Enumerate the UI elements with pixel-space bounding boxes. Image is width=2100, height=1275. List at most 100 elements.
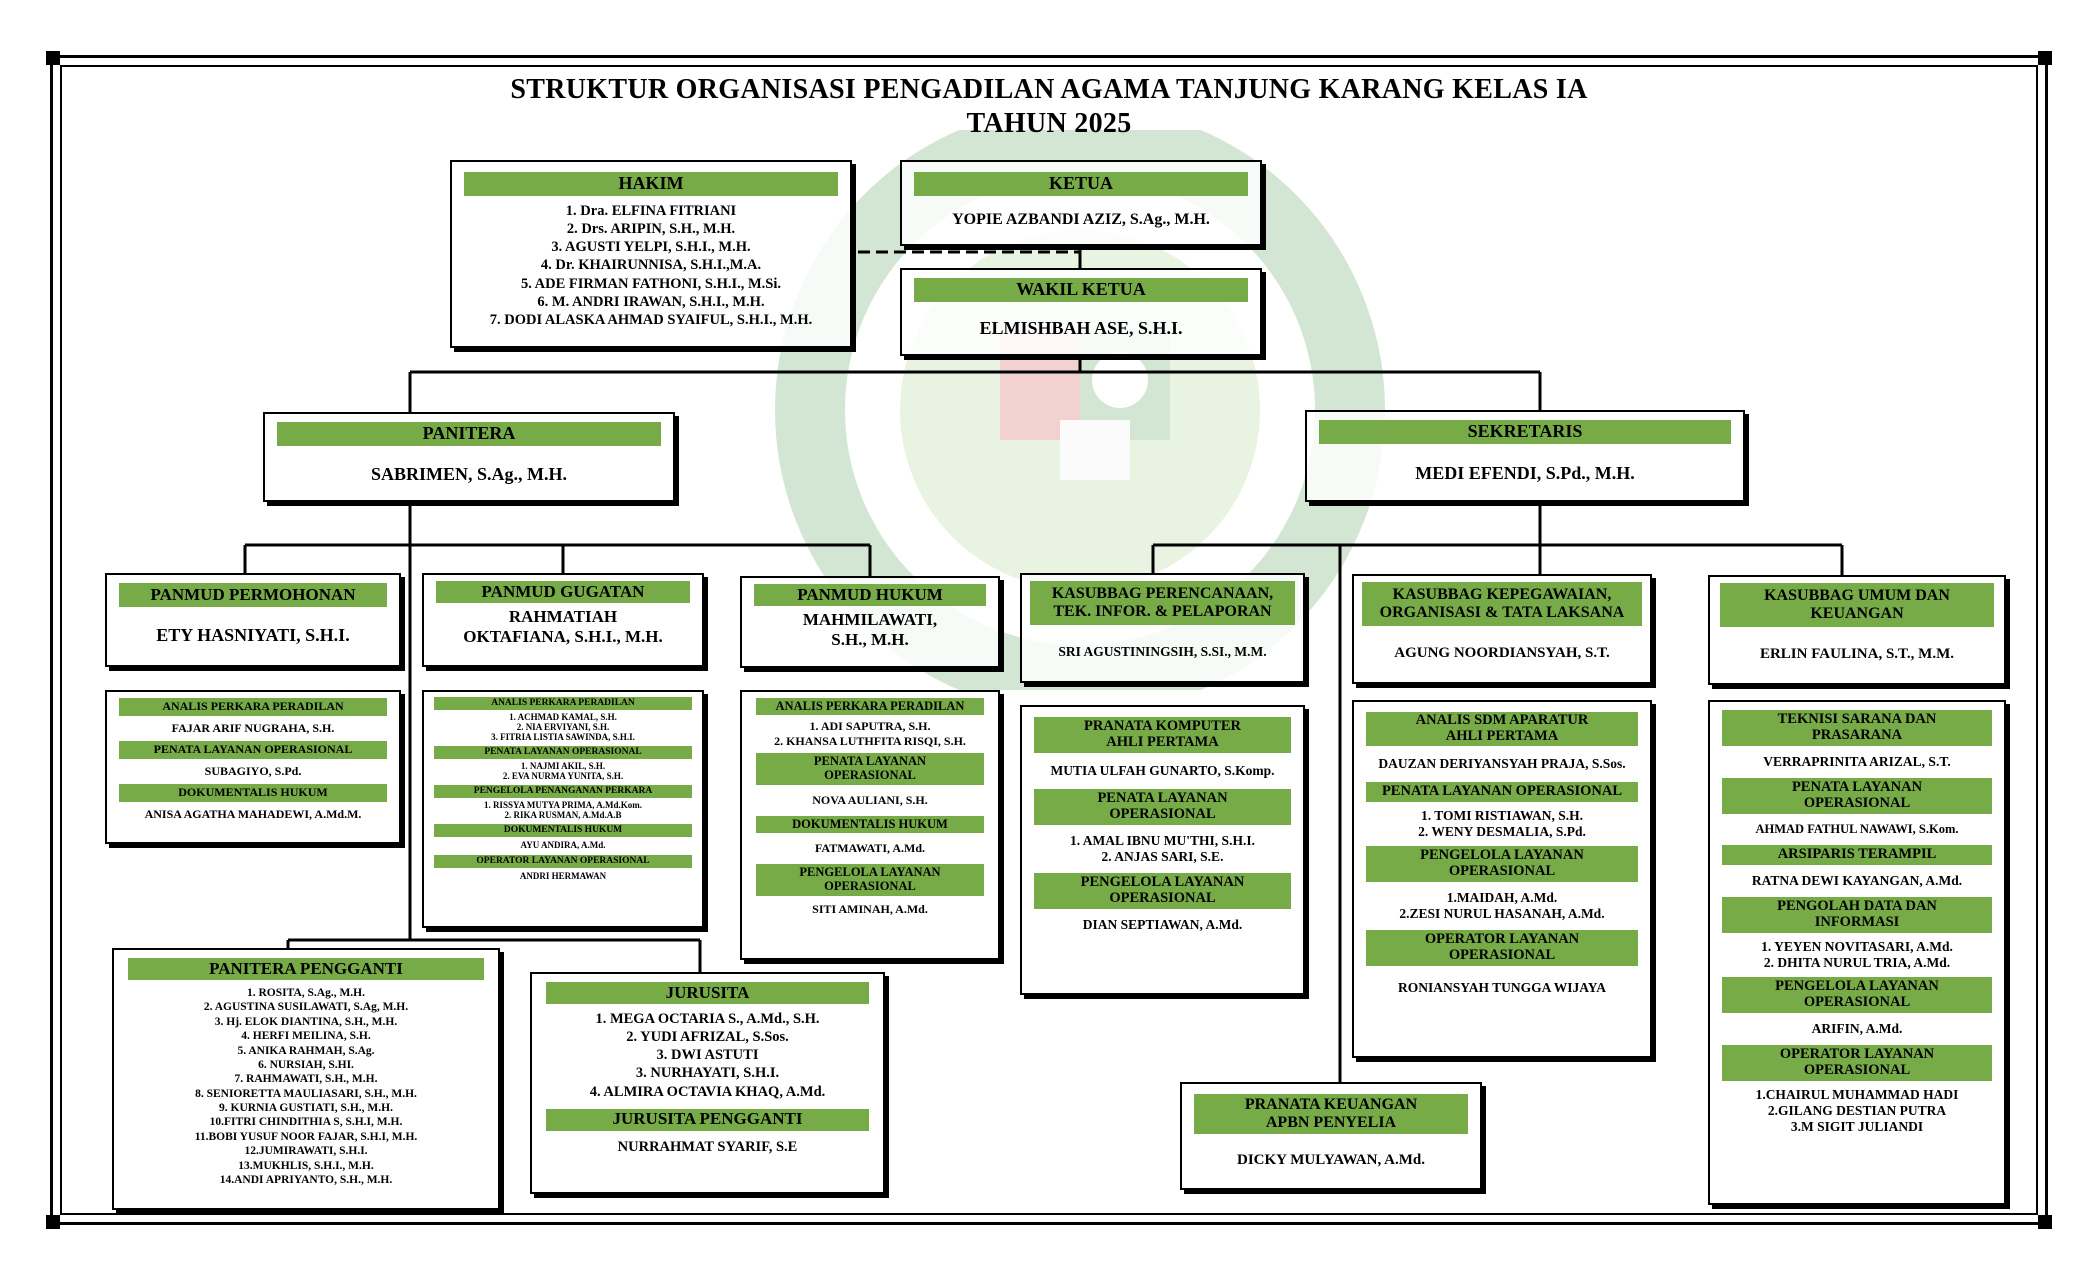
ketua-name: YOPIE AZBANDI AZIZ, S.Ag., M.H. (952, 211, 1210, 228)
panmud-gugatan-staff-box: ANALIS PERKARA PERADILAN 1. ACHMAD KAMAL… (422, 690, 704, 928)
staff-role-label: ANALIS SDM APARATUR AHLI PERTAMA (1366, 712, 1638, 746)
list-item: 7. RAHMAWATI, S.H., M.H. (234, 1073, 378, 1086)
staff-role-label: PENGOLAH DATA DAN INFORMASI (1722, 897, 1992, 933)
jurusita-pengganti-name: NURRAHMAT SYARIF, S.E (617, 1138, 798, 1155)
sekretaris-header: SEKRETARIS (1319, 420, 1731, 444)
panmud-hukum-box: PANMUD HUKUM MAHMILAWATI, S.H., M.H. (740, 576, 1000, 668)
outer-frame (50, 55, 2048, 1225)
kasubbag-umum-header: KASUBBAG UMUM DAN KEUANGAN (1720, 583, 1994, 627)
staff-role-label: TEKNISI SARANA DAN PRASARANA (1722, 710, 1992, 746)
panmud-permohonan-staff-box: ANALIS PERKARA PERADILAN FAJAR ARIF NUGR… (105, 690, 401, 844)
staff-member: 2. KHANSA LUTHFITA RISQI, S.H. (774, 734, 966, 748)
staff-member: SITI AMINAH, A.Md. (812, 902, 928, 916)
list-item: 13.MUKHLIS, S.H.I., M.H. (238, 1159, 374, 1172)
staff-member: 2. DHITA NURUL TRIA, A.Md. (1763, 955, 1951, 970)
staff-role-label: DOKUMENTALIS HUKUM (434, 824, 692, 837)
list-item: 4. ALMIRA OCTAVIA KHAQ, A.Md. (589, 1083, 826, 1100)
kasubbag-perencanaan-name: SRI AGUSTININGSIH, S.SI., M.M. (1058, 644, 1267, 659)
panmud-hukum-staff-box: ANALIS PERKARA PERADILAN 1. ADI SAPUTRA,… (740, 690, 1000, 960)
staff-role-label: OPERATOR LAYANAN OPERASIONAL (434, 855, 692, 868)
staff-role-label: OPERATOR LAYANAN OPERASIONAL (1366, 930, 1638, 966)
frame-corner (2038, 1215, 2052, 1229)
list-item: 3. NURHAYATI, S.H.I. (635, 1065, 780, 1082)
ketua-box: KETUA YOPIE AZBANDI AZIZ, S.Ag., M.H. (900, 160, 1262, 246)
jurusita-header: JURUSITA (546, 982, 869, 1004)
staff-member: ANISA AGATHA MAHADEWI, A.Md.M. (144, 807, 362, 821)
staff-member: 2.ZESI NURUL HASANAH, A.Md. (1399, 906, 1605, 921)
chart-title-line2: TAHUN 2025 (966, 108, 1132, 139)
jurusita-pengganti-header: JURUSITA PENGGANTI (546, 1108, 869, 1131)
panmud-gugatan-name-line1: RAHMATIAH (508, 607, 618, 626)
list-item: 12.JUMIRAWATI, S.H.I. (244, 1145, 368, 1158)
frame-corner (46, 1215, 60, 1229)
staff-member: DIAN SEPTIAWAN, A.Md. (1082, 917, 1243, 932)
panitera-box: PANITERA SABRIMEN, S.Ag., M.H. (263, 412, 675, 502)
list-item: 4. HERFI MEILINA, S.H. (241, 1030, 371, 1043)
panitera-header: PANITERA (277, 422, 661, 446)
kasubbag-umum-name: ERLIN FAULINA, S.T., M.M. (1759, 645, 1955, 662)
sekretaris-box: SEKRETARIS MEDI EFENDI, S.Pd., M.H. (1305, 410, 1745, 502)
staff-member: 2. NIA ERVIYANI, S.H. (516, 722, 610, 732)
staff-member: RATNA DEWI KAYANGAN, A.Md. (1751, 873, 1963, 888)
staff-role-label: PENGELOLA PENANGANAN PERKARA (434, 785, 692, 798)
frame-corner (46, 51, 60, 65)
kasubbag-perencanaan-header: KASUBBAG PERENCANAAN, TEK. INFOR. & PELA… (1030, 581, 1295, 625)
staff-role-label: PENATA LAYANAN OPERASIONAL (1034, 789, 1291, 825)
wakil-ketua-box: WAKIL KETUA ELMISHBAH ASE, S.H.I. (900, 268, 1262, 356)
staff-member: 1. YEYEN NOVITASARI, A.Md. (1761, 939, 1953, 954)
staff-member: AHMAD FATHUL NAWAWI, S.Kom. (1755, 822, 1959, 836)
list-item: 11.BOBI YUSUF NOOR FAJAR, S.H.I, M.H. (194, 1130, 418, 1143)
staff-member: 1. NAJMI AKIL, S.H. (520, 761, 606, 771)
jurusita-box: JURUSITA 1. MEGA OCTARIA S., A.Md., S.H.… (530, 972, 885, 1194)
staff-role-label: ANALIS PERKARA PERADILAN (119, 698, 387, 716)
staff-member: DAUZAN DERIYANSYAH PRAJA, S.Sos. (1378, 756, 1626, 771)
jurusita-list: 1. MEGA OCTARIA S., A.Md., S.H. 2. YUDI … (532, 1010, 883, 1101)
staff-role-label: ARSIPARIS TERAMPIL (1722, 845, 1992, 865)
list-item: 6. NURSIAH, S.HI. (258, 1058, 354, 1071)
staff-role-label: PENATA LAYANAN OPERASIONAL (1722, 778, 1992, 814)
panmud-gugatan-header: PANMUD GUGATAN (436, 581, 690, 603)
list-item: 4. Dr. KHAIRUNNISA, S.H.I.,M.A. (540, 257, 762, 274)
kasubbag-umum-staff-box: TEKNISI SARANA DAN PRASARANA VERRAPRINIT… (1708, 700, 2006, 1205)
panitera-pengganti-box: PANITERA PENGGANTI 1. ROSITA, S.Ag., M.H… (112, 948, 500, 1210)
panmud-permohonan-header: PANMUD PERMOHONAN (119, 583, 387, 607)
pranata-keuangan-box: PRANATA KEUANGAN APBN PENYELIA DICKY MUL… (1180, 1082, 1482, 1190)
pranata-keuangan-name: DICKY MULYAWAN, A.Md. (1237, 1151, 1425, 1168)
list-item: 3. Hj. ELOK DIANTINA, S.H., M.H. (214, 1015, 398, 1028)
kasubbag-kepegawaian-header: KASUBBAG KEPEGAWAIAN, ORGANISASI & TATA … (1362, 582, 1642, 626)
staff-member: MUTIA ULFAH GUNARTO, S.Komp. (1050, 763, 1275, 778)
staff-member: 2. ANJAS SARI, S.E. (1101, 849, 1224, 864)
list-item: 8. SENIORETTA MAULIASARI, S.H., M.H. (195, 1087, 417, 1100)
panitera-pengganti-header: PANITERA PENGGANTI (128, 958, 484, 980)
staff-role-label: PENATA LAYANAN OPERASIONAL (119, 741, 387, 759)
staff-member: 2. WENY DESMALIA, S.Pd. (1418, 824, 1586, 839)
list-item: 3. AGUSTI YELPI, S.H.I., M.H. (551, 239, 751, 256)
pranata-keuangan-header: PRANATA KEUANGAN APBN PENYELIA (1194, 1094, 1468, 1134)
panmud-permohonan-name: ETY HASNIYATI, S.H.I. (156, 624, 350, 645)
panmud-gugatan-box: PANMUD GUGATAN RAHMATIAH OKTAFIANA, S.H.… (422, 573, 704, 667)
panmud-hukum-name-line1: MAHMILAWATI, (802, 610, 938, 629)
staff-member: 1. TOMI RISTIAWAN, S.H. (1421, 808, 1583, 823)
panmud-permohonan-box: PANMUD PERMOHONAN ETY HASNIYATI, S.H.I. (105, 573, 401, 667)
staff-member: ANDRI HERMAWAN (519, 871, 607, 881)
sekretaris-name: MEDI EFENDI, S.Pd., M.H. (1415, 462, 1635, 483)
hakim-header: HAKIM (464, 172, 838, 196)
kasubbag-kepegawaian-staff-box: ANALIS SDM APARATUR AHLI PERTAMA DAUZAN … (1352, 700, 1652, 1058)
kasubbag-perencanaan-staff-box: PRANATA KOMPUTER AHLI PERTAMA MUTIA ULFA… (1020, 705, 1305, 995)
kasubbag-kepegawaian-box: KASUBBAG KEPEGAWAIAN, ORGANISASI & TATA … (1352, 574, 1652, 684)
list-item: 5. ANIKA RAHMAH, S.Ag. (237, 1044, 375, 1057)
staff-member: NOVA AULIANI, S.H. (812, 793, 928, 807)
list-item: 9. KURNIA GUSTIATI, S.H., M.H. (219, 1102, 393, 1114)
staff-member: ARIFIN, A.Md. (1811, 1021, 1903, 1036)
hakim-list: 1. Dra. ELFINA FITRIANI 2. Drs. ARIPIN, … (452, 202, 850, 329)
staff-role-label: PENGELOLA LAYANAN OPERASIONAL (756, 864, 984, 896)
staff-member: 3. FITRIA LISTIA SAWINDA, S.H.I. (491, 732, 635, 742)
list-item: 2. AGUSTINA SUSILAWATI, S.Ag, M.H. (203, 1001, 409, 1014)
ketua-header: KETUA (914, 172, 1248, 196)
inner-frame (60, 65, 2038, 1215)
staff-role-label: PENATA LAYANAN OPERASIONAL (1366, 782, 1638, 802)
staff-member: 2. RIKA RUSMAN, A.Md.A.B (504, 810, 622, 820)
list-item: 1. ROSITA, S.Ag., M.H. (247, 987, 365, 999)
kasubbag-kepegawaian-name: AGUNG NOORDIANSYAH, S.T. (1394, 644, 1610, 661)
panitera-name: SABRIMEN, S.Ag., M.H. (370, 463, 567, 484)
